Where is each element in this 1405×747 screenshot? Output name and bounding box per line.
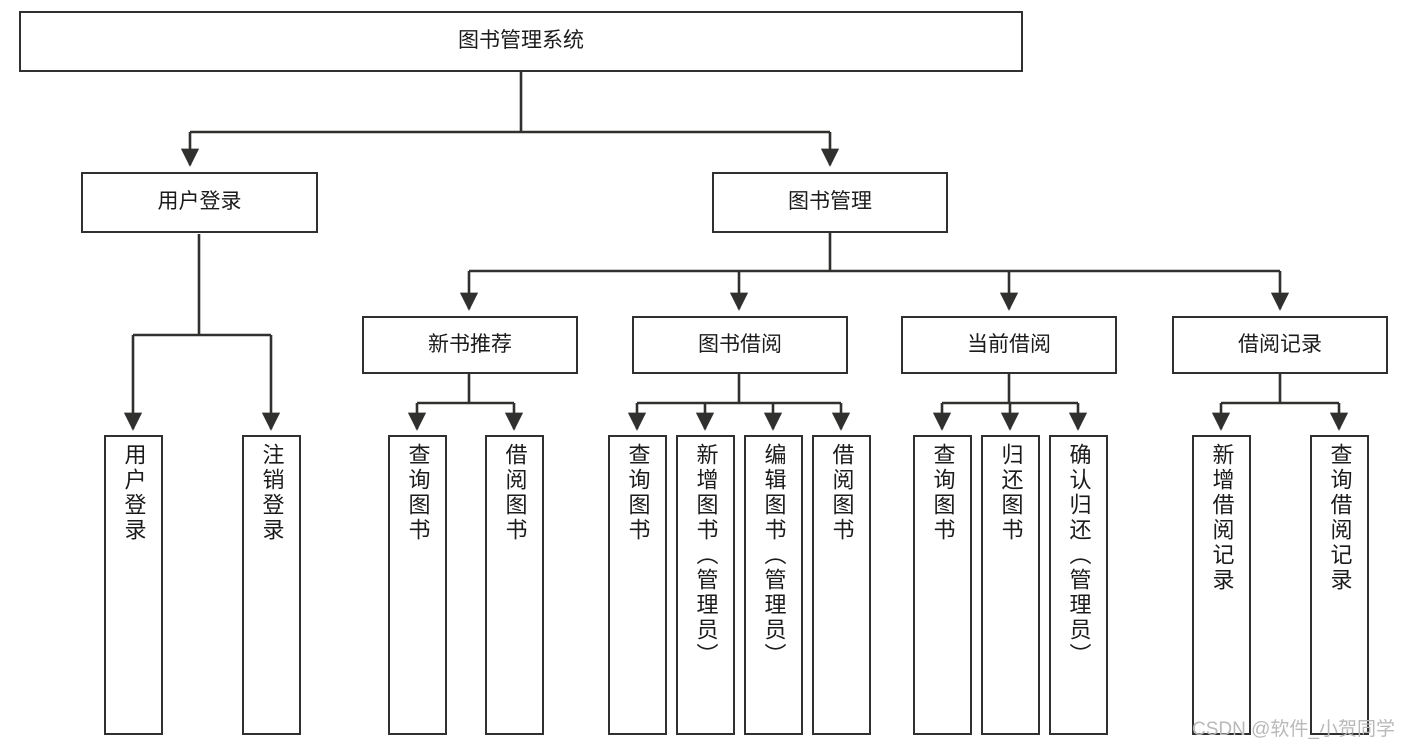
node-user-login[interactable]: 用户登录 bbox=[81, 172, 318, 233]
node-current-borrow[interactable]: 当前借阅 bbox=[901, 316, 1117, 374]
node-borrow-record-label: 借阅记录 bbox=[1238, 332, 1322, 356]
leaf-borrow-record-query[interactable]: 查询借阅记录 bbox=[1310, 435, 1369, 735]
node-book-management[interactable]: 图书管理 bbox=[712, 172, 948, 233]
leaf-borrow-book-add[interactable]: 新增图书（管理员） bbox=[676, 435, 735, 735]
leaf-user-login-signout[interactable]: 注销登录 bbox=[242, 435, 301, 735]
leaf-borrow-book-edit[interactable]: 编辑图书（管理员） bbox=[744, 435, 803, 735]
leaf-borrow-book-borrow-label: 借阅图书 bbox=[829, 443, 855, 543]
leaf-current-borrow-query-label: 查询图书 bbox=[930, 443, 956, 543]
node-root[interactable]: 图书管理系统 bbox=[19, 11, 1023, 72]
leaf-borrow-book-query[interactable]: 查询图书 bbox=[608, 435, 667, 735]
leaf-new-book-query-label: 查询图书 bbox=[405, 443, 431, 543]
node-book-borrow-label: 图书借阅 bbox=[698, 332, 782, 356]
leaf-borrow-record-add-label: 新增借阅记录 bbox=[1209, 443, 1235, 593]
leaf-borrow-book-edit-label: 编辑图书（管理员） bbox=[761, 443, 787, 668]
leaf-user-login-signin[interactable]: 用户登录 bbox=[104, 435, 163, 735]
node-borrow-record[interactable]: 借阅记录 bbox=[1172, 316, 1388, 374]
leaf-borrow-record-query-label: 查询借阅记录 bbox=[1327, 443, 1353, 593]
leaf-new-book-borrow[interactable]: 借阅图书 bbox=[485, 435, 544, 735]
leaf-current-borrow-return-label: 归还图书 bbox=[998, 443, 1024, 543]
leaf-user-login-signout-label: 注销登录 bbox=[259, 443, 285, 543]
node-new-book-recommend-label: 新书推荐 bbox=[428, 332, 512, 356]
leaf-borrow-book-query-label: 查询图书 bbox=[625, 443, 651, 543]
leaf-current-borrow-confirm-label: 确认归还（管理员） bbox=[1066, 443, 1092, 668]
leaf-borrow-book-borrow[interactable]: 借阅图书 bbox=[812, 435, 871, 735]
leaf-new-book-borrow-label: 借阅图书 bbox=[502, 443, 528, 543]
node-user-login-label: 用户登录 bbox=[157, 190, 242, 214]
node-book-management-label: 图书管理 bbox=[788, 190, 872, 214]
leaf-borrow-book-add-label: 新增图书（管理员） bbox=[693, 443, 719, 668]
leaf-current-borrow-return[interactable]: 归还图书 bbox=[981, 435, 1040, 735]
leaf-current-borrow-confirm[interactable]: 确认归还（管理员） bbox=[1049, 435, 1108, 735]
leaf-current-borrow-query[interactable]: 查询图书 bbox=[913, 435, 972, 735]
leaf-borrow-record-add[interactable]: 新增借阅记录 bbox=[1192, 435, 1251, 735]
leaf-user-login-signin-label: 用户登录 bbox=[121, 443, 147, 543]
node-book-borrow[interactable]: 图书借阅 bbox=[632, 316, 848, 374]
leaf-new-book-query[interactable]: 查询图书 bbox=[388, 435, 447, 735]
node-current-borrow-label: 当前借阅 bbox=[967, 332, 1051, 356]
node-root-label: 图书管理系统 bbox=[458, 29, 584, 53]
node-new-book-recommend[interactable]: 新书推荐 bbox=[362, 316, 578, 374]
